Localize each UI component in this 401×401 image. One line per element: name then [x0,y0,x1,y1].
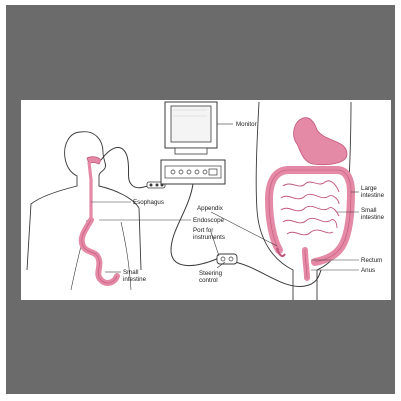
endoscope-cable-center [171,184,219,266]
label-large-intestine-line2: intestine [361,192,385,199]
label-esophagus: Esophagus [133,199,164,206]
stomach-icon [294,118,347,165]
label-port-line1: Port for [193,227,213,234]
label-steering-line2: control [199,277,218,284]
endoscope-cable-left [101,147,149,187]
endoscopy-diagram: Monitor Esophagus Endoscope Appendix Por… [21,100,391,300]
label-small-intestine-right-line1: Small [361,207,376,214]
small-intestine-right-icon [281,181,339,235]
label-endoscope: Endoscope [193,217,225,224]
label-monitor: Monitor [236,121,257,128]
label-port-line2: instruments [193,234,225,241]
label-large-intestine-line1: Large [361,185,377,192]
diagram-svg: Monitor Esophagus Endoscope Appendix Por… [21,100,391,300]
left-body-outline [27,132,141,290]
label-anus: Anus [361,267,375,274]
label-small-intestine-left-line1: Small [123,269,138,276]
label-small-intestine-right-line2: intestine [361,214,385,221]
label-small-intestine-left-line2: intestine [123,276,147,283]
label-appendix: Appendix [197,205,224,212]
label-steering-line1: Steering [199,270,223,277]
label-rectum: Rectum [361,257,382,264]
monitor-icon [161,102,225,184]
steering-control-icon [217,254,237,264]
